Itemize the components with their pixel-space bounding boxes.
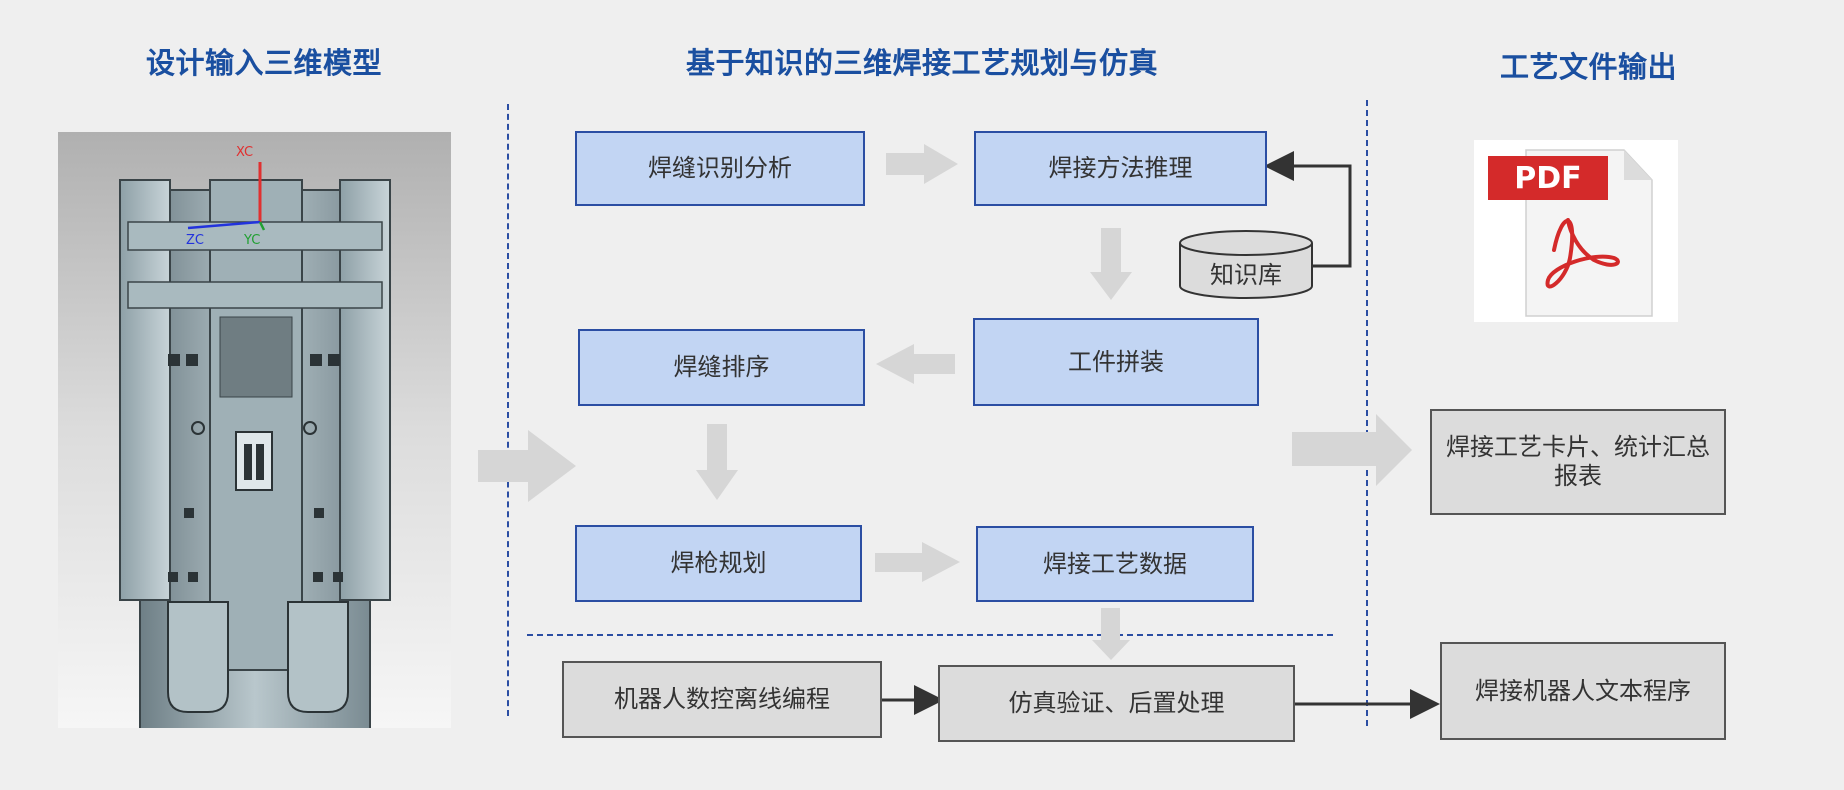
knowledge-base-label: 知识库 (1210, 260, 1282, 289)
divider-left (507, 104, 509, 716)
knowledge-base-cylinder (1179, 230, 1313, 299)
divider-horizontal (527, 634, 1333, 636)
arrow-method-to-assembly (1090, 228, 1132, 300)
arrow-sequencing-to-torch (696, 424, 738, 500)
arrow-data-to-simulation (1092, 608, 1130, 660)
divider-right (1366, 100, 1368, 726)
output-column-title: 工艺文件输出 (1500, 50, 1678, 84)
axis-yc-label: YC (243, 233, 260, 248)
pdf-label: PDF (1514, 160, 1582, 196)
knowledge-connector (1264, 151, 1352, 268)
3d-model-image: XC ZC YC (58, 132, 451, 728)
input-column-title: 设计输入三维模型 (146, 46, 383, 80)
output-arrow (1292, 414, 1412, 486)
arrow-torch-to-data (875, 542, 960, 582)
robot-offline-programming-box: 机器人数控离线编程 (562, 661, 882, 738)
process-column-title: 基于知识的三维焊接工艺规划与仿真 (686, 46, 1159, 80)
axis-xc-label: XC (236, 145, 253, 160)
arrow-analysis-to-method (886, 144, 958, 184)
arrow-assembly-to-sequencing (876, 344, 955, 384)
simulation-postprocess-box: 仿真验证、后置处理 (938, 665, 1295, 742)
axis-zc-label: ZC (186, 233, 204, 248)
welding-method-box: 焊接方法推理 (974, 131, 1267, 206)
workpiece-assembly-box: 工件拼装 (973, 318, 1259, 406)
weld-seam-analysis-box: 焊缝识别分析 (575, 131, 865, 206)
torch-planning-box: 焊枪规划 (575, 525, 862, 602)
process-card-box: 焊接工艺卡片、统计汇总报表 (1430, 409, 1726, 515)
robot-program-box: 焊接机器人文本程序 (1440, 642, 1726, 740)
pdf-icon: PDF (1474, 140, 1678, 322)
input-arrow (478, 430, 576, 502)
weld-sequencing-box: 焊缝排序 (578, 329, 865, 406)
welding-data-box: 焊接工艺数据 (976, 526, 1254, 602)
